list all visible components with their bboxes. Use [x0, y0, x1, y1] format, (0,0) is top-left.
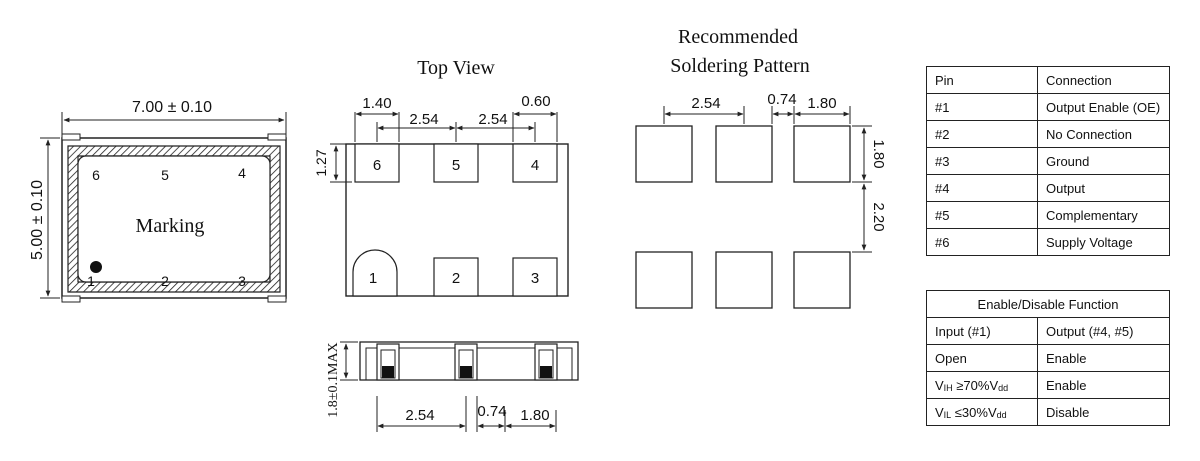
table-header-cell: Input (#1) — [926, 317, 1038, 345]
dim-label: 2.54 — [478, 111, 507, 128]
table-row: VIL ≤30%Vdd Disable — [926, 398, 1170, 426]
dim-label: 2.20 — [870, 202, 887, 231]
dim-label: 2.54 — [405, 407, 434, 424]
terminal-contact — [540, 366, 552, 378]
solder-title-line1: Recommended — [678, 26, 798, 48]
table-row: Open Enable — [926, 344, 1170, 372]
dim-label: 2.54 — [409, 111, 438, 128]
pad-2 — [433, 257, 479, 297]
pad-1 — [352, 249, 398, 297]
pad-label: 1 — [369, 270, 377, 287]
table-header-cell: Output (#4, #5) — [1037, 317, 1170, 345]
dim-label: 1.80 — [807, 95, 836, 112]
input-cell: Open — [926, 344, 1038, 372]
solder-pad — [715, 125, 773, 183]
pin-label: 4 — [238, 165, 246, 181]
side-view: 1.8±0.1MAX 2.54 0.74 1.80 — [326, 341, 579, 432]
pin-cell: #5 — [926, 201, 1038, 229]
solder-pad — [635, 125, 693, 183]
connection-cell: Supply Voltage — [1037, 228, 1170, 256]
solder-pad — [715, 251, 773, 309]
output-cell: Enable — [1037, 371, 1170, 399]
table-title: Enable/Disable Function — [926, 290, 1170, 318]
table-row: #2 No Connection — [926, 120, 1170, 148]
pin-label: 5 — [161, 167, 169, 183]
dim-label: 0.60 — [521, 93, 550, 110]
terminal-contact — [382, 366, 394, 378]
input-cell: VIH ≥70%Vdd — [926, 371, 1038, 399]
dim-label: 2.54 — [691, 95, 720, 112]
pin-cell: #2 — [926, 120, 1038, 148]
pin-label: 1 — [87, 273, 95, 289]
lid — [77, 155, 271, 283]
pin-label: 2 — [161, 273, 169, 289]
pin-label: 3 — [238, 273, 246, 289]
pad-label: 3 — [531, 270, 539, 287]
solder-pad — [793, 125, 851, 183]
table-header-cell: Connection — [1037, 66, 1170, 94]
connection-cell: Complementary — [1037, 201, 1170, 229]
table-row: #3 Ground — [926, 147, 1170, 175]
output-cell: Enable — [1037, 344, 1170, 372]
width-dimension: 7.00 ± 0.10 — [132, 99, 212, 116]
connection-cell: Output — [1037, 174, 1170, 202]
table-header-row: Pin Connection — [926, 66, 1170, 94]
edge-pad — [61, 295, 81, 303]
pin-cell: #6 — [926, 228, 1038, 256]
edge-pad — [267, 295, 287, 303]
terminal-contact — [460, 366, 472, 378]
table-row: #6 Supply Voltage — [926, 228, 1170, 256]
pad-6 — [354, 143, 400, 183]
side-height-dimension: 1.8±0.1MAX — [326, 342, 341, 417]
pad-label: 4 — [531, 157, 539, 174]
table-row: #5 Complementary — [926, 201, 1170, 229]
table-row: #4 Output — [926, 174, 1170, 202]
dim-label: 0.74 — [477, 403, 506, 420]
top-view-title: Top View — [417, 57, 495, 79]
pad-5 — [433, 143, 479, 183]
pad-4 — [512, 143, 558, 183]
pin-cell: #3 — [926, 147, 1038, 175]
table-row: VIH ≥70%Vdd Enable — [926, 371, 1170, 399]
dim-label: 0.74 — [767, 91, 796, 108]
pin-connection-table: Pin Connection #1 Output Enable (OE) #2 … — [926, 66, 1170, 256]
edge-pad — [61, 133, 81, 141]
top-view: Top View 6 5 4 1 2 3 1.40 2.54 2.54 0.60 — [313, 57, 569, 297]
marking-label: Marking — [136, 215, 205, 237]
height-dimension: 5.00 ± 0.10 — [29, 180, 46, 260]
pin-label: 6 — [92, 167, 100, 183]
table-title-row: Enable/Disable Function — [926, 290, 1170, 318]
pin1-dot — [90, 261, 102, 273]
connection-cell: No Connection — [1037, 120, 1170, 148]
solder-pad — [635, 251, 693, 309]
enable-disable-table: Enable/Disable Function Input (#1) Outpu… — [926, 290, 1170, 426]
table-header-row: Input (#1) Output (#4, #5) — [926, 317, 1170, 345]
connection-cell: Output Enable (OE) — [1037, 93, 1170, 121]
pad-label: 6 — [373, 157, 381, 174]
solder-pad — [793, 251, 851, 309]
left-package-view: 6 5 4 1 2 3 Marking 7.00 ± 0.10 5.00 ± 0… — [29, 99, 287, 303]
pad-3 — [512, 257, 558, 297]
pin-cell: #4 — [926, 174, 1038, 202]
output-cell: Disable — [1037, 398, 1170, 426]
pad-label: 5 — [452, 157, 460, 174]
dim-label: 1.40 — [362, 95, 391, 112]
input-cell: VIL ≤30%Vdd — [926, 398, 1038, 426]
edge-pad — [267, 133, 287, 141]
connection-cell: Ground — [1037, 147, 1170, 175]
dim-label: 1.27 — [313, 149, 329, 176]
solder-title-line2: Soldering Pattern — [670, 55, 809, 77]
dim-label: 1.80 — [870, 139, 887, 168]
pad-label: 2 — [452, 270, 460, 287]
table-header-cell: Pin — [926, 66, 1038, 94]
table-row: #1 Output Enable (OE) — [926, 93, 1170, 121]
soldering-pattern: Recommended Soldering Pattern 2.54 0.74 … — [635, 26, 887, 309]
pin-cell: #1 — [926, 93, 1038, 121]
dim-label: 1.80 — [520, 407, 549, 424]
